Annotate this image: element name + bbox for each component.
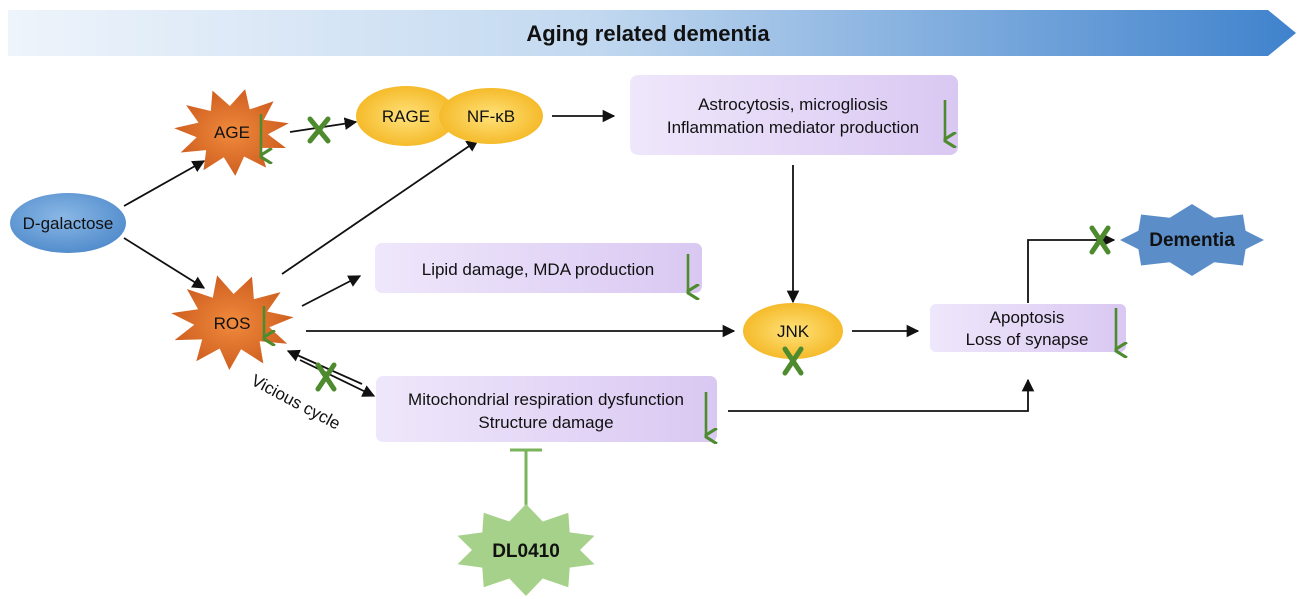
node-ros: ROS — [171, 275, 294, 370]
node-mito: Mitochondrial respiration dysfunction St… — [376, 376, 717, 442]
title-text: Aging related dementia — [526, 21, 770, 46]
apoptosis-line-1: Apoptosis — [990, 308, 1065, 327]
age-label: AGE — [214, 123, 250, 142]
dementia-label: Dementia — [1149, 230, 1235, 251]
astrocytosis-line-1: Astrocytosis, microgliosis — [698, 95, 888, 114]
dl0410-label: DL0410 — [492, 541, 560, 562]
node-dementia: Dementia — [1120, 204, 1264, 276]
arrow-ros-nfkb — [281, 139, 480, 275]
x-mark-icon — [307, 116, 331, 144]
arrow-apoptosis-dementia — [1027, 233, 1116, 303]
mito-line-1: Mitochondrial respiration dysfunction — [408, 390, 684, 409]
node-rage: RAGE — [356, 86, 456, 146]
inhibit-marks — [307, 116, 1111, 392]
ros-label: ROS — [214, 314, 251, 333]
node-nfkb: NF-κB — [439, 88, 543, 144]
arrow-dgal-ros — [123, 237, 206, 289]
node-lipid: Lipid damage, MDA production — [375, 243, 702, 293]
arrow-mito-apoptosis — [728, 378, 1035, 412]
decrease-markers — [261, 100, 1116, 436]
node-age: AGE — [174, 89, 289, 176]
node-d-galactose: D-galactose — [10, 193, 126, 253]
nfkb-label: NF-κB — [467, 107, 515, 126]
node-astrocytosis: Astrocytosis, microgliosis Inflammation … — [630, 75, 958, 155]
astrocytosis-line-2: Inflammation mediator production — [667, 118, 919, 137]
rage-label: RAGE — [382, 107, 430, 126]
node-jnk: JNK — [743, 303, 843, 359]
arrow-dgal-age — [123, 160, 206, 207]
mito-line-2: Structure damage — [478, 413, 613, 432]
node-dl0410: DL0410 — [457, 504, 595, 596]
arrow-ros-mito — [299, 359, 376, 397]
x-mark-icon — [1089, 225, 1111, 255]
connectors — [123, 109, 1116, 412]
x-mark-icon — [782, 346, 804, 376]
d-galactose-label: D-galactose — [23, 214, 114, 233]
arrow-mito-ros — [286, 349, 363, 385]
title-banner: Aging related dementia — [8, 10, 1296, 56]
apoptosis-line-2: Loss of synapse — [966, 330, 1089, 349]
jnk-label: JNK — [777, 322, 810, 341]
node-apoptosis: Apoptosis Loss of synapse — [930, 304, 1126, 352]
lipid-label: Lipid damage, MDA production — [422, 260, 654, 279]
x-mark-icon — [315, 362, 337, 392]
arrow-ros-lipid — [301, 275, 362, 307]
